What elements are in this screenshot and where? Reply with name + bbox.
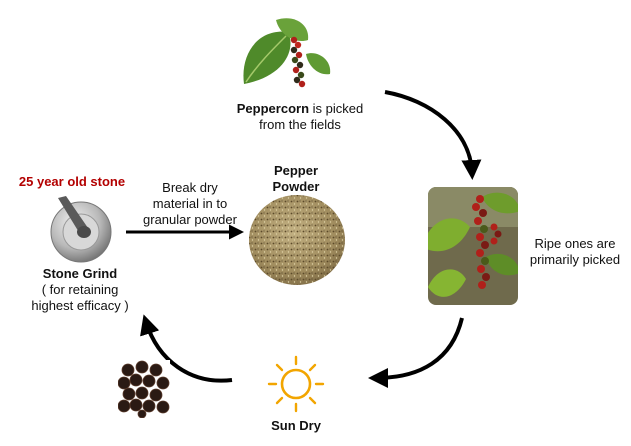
peppercorn-fields-text: from the fields bbox=[259, 117, 341, 132]
break-line-1: Break dry bbox=[162, 180, 218, 195]
ripe-line-1: Ripe ones are bbox=[534, 236, 616, 251]
sun-dry-label: Sun Dry bbox=[271, 418, 321, 433]
arrow-ripe-to-sundry bbox=[368, 317, 464, 388]
stone-grind-note-1: ( for retaining bbox=[41, 282, 119, 297]
step-break-text: Break dry material in to granular powder bbox=[130, 180, 250, 228]
stone-caption: 25 year old stone bbox=[18, 174, 126, 189]
peppercorn-picked-text: is picked bbox=[309, 101, 364, 116]
step-peppercorn-text: Peppercorn is picked from the fields bbox=[200, 101, 400, 133]
pepper-powder-photo bbox=[249, 195, 345, 285]
break-line-3: granular powder bbox=[143, 212, 237, 227]
break-line-2: material in to bbox=[152, 196, 228, 211]
arrow-picked-to-ripe bbox=[384, 90, 482, 180]
arrow-sundry-to-grind bbox=[140, 314, 233, 383]
step-stone-grind-text: Stone Grind ( for retaining highest effi… bbox=[10, 266, 150, 314]
ripe-line-2: primarily picked bbox=[529, 252, 621, 267]
stone-grind-note-2: highest efficacy ) bbox=[31, 298, 129, 313]
powder-line-2: Powder bbox=[272, 179, 320, 194]
pepper-vine-photo bbox=[428, 187, 518, 305]
stone-grind-label: Stone Grind bbox=[42, 266, 118, 281]
sun-icon bbox=[267, 355, 325, 413]
black-peppercorns-photo bbox=[118, 360, 170, 418]
peppercorn-label: Peppercorn bbox=[236, 101, 310, 116]
peppercorn-branch-icon bbox=[243, 18, 331, 88]
step-ripe-text: Ripe ones are primarily picked bbox=[520, 236, 630, 268]
step-powder-text: Pepper Powder bbox=[246, 163, 346, 195]
powder-line-1: Pepper bbox=[273, 163, 319, 178]
stone-mortar-icon bbox=[50, 196, 112, 263]
